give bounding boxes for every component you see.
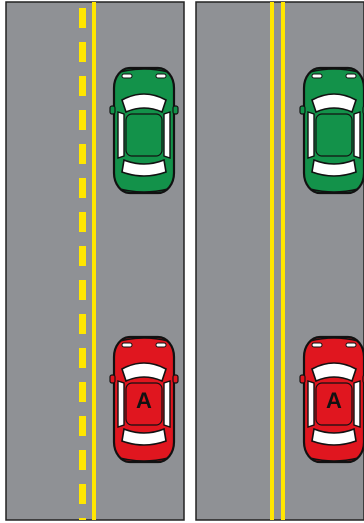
right-car-a-label: A bbox=[326, 388, 342, 413]
left-dash-segment bbox=[79, 314, 86, 334]
left-dash-segment bbox=[79, 212, 86, 232]
left-green-car bbox=[110, 68, 178, 193]
left-dash-segment bbox=[79, 110, 86, 130]
left-dash-segment bbox=[79, 518, 86, 520]
left-dash-segment bbox=[79, 382, 86, 402]
left-dash-segment bbox=[79, 416, 86, 436]
right-solid-center-line-1 bbox=[270, 2, 274, 520]
left-solid-center-line bbox=[92, 2, 96, 520]
left-dash-segment bbox=[79, 178, 86, 198]
left-dash-segment bbox=[79, 484, 86, 504]
left-dash-segment bbox=[79, 348, 86, 368]
left-road-panel: A bbox=[6, 2, 184, 520]
left-dash-segment bbox=[79, 42, 86, 62]
left-dash-segment bbox=[79, 280, 86, 300]
left-red-car-a: A bbox=[110, 337, 178, 462]
left-car-a-label: A bbox=[136, 388, 152, 413]
right-road-panel: A bbox=[196, 2, 364, 520]
left-dash-segment bbox=[79, 450, 86, 470]
left-dash-segment bbox=[79, 76, 86, 96]
left-dash-segment bbox=[79, 8, 86, 28]
left-dash-segment bbox=[79, 144, 86, 164]
right-green-car bbox=[300, 68, 364, 193]
left-dash-segment bbox=[79, 246, 86, 266]
right-red-car-a: A bbox=[300, 337, 364, 462]
right-solid-center-line-2 bbox=[281, 2, 285, 520]
